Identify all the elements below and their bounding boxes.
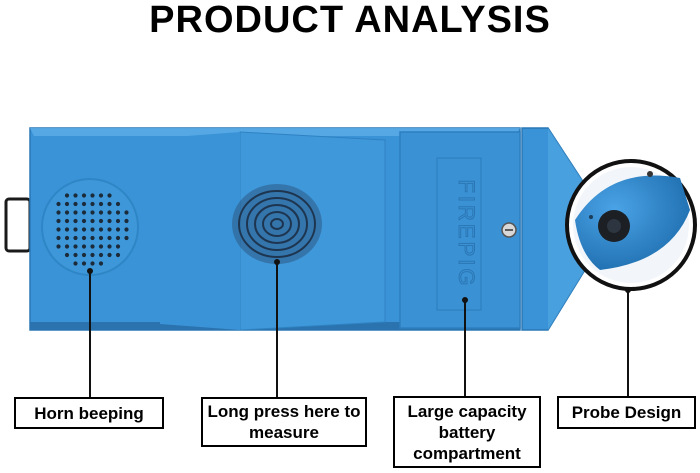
speaker-hole bbox=[56, 244, 61, 249]
speaker-hole bbox=[73, 244, 78, 249]
speaker-hole bbox=[124, 235, 129, 241]
callout-horn-beeping: Horn beeping bbox=[14, 397, 164, 429]
speaker-hole bbox=[73, 235, 78, 241]
callout-long-press: Long press here to measure bbox=[201, 397, 367, 447]
speaker-hole bbox=[73, 201, 78, 207]
speaker-hole bbox=[64, 201, 70, 207]
speaker-hole bbox=[90, 218, 95, 224]
lanyard-loop bbox=[4, 197, 32, 253]
speaker-hole bbox=[115, 235, 121, 241]
callout-label: Long press here to measure bbox=[207, 402, 361, 442]
speaker-hole bbox=[64, 193, 70, 198]
speaker-hole bbox=[56, 218, 61, 224]
speaker-hole bbox=[81, 218, 87, 224]
speaker-hole bbox=[115, 201, 121, 207]
speaker-hole bbox=[90, 210, 95, 215]
speaker-hole bbox=[124, 218, 129, 224]
speaker-hole bbox=[64, 244, 70, 249]
screw-icon bbox=[501, 222, 517, 238]
speaker-hole bbox=[124, 227, 129, 232]
speaker-grille bbox=[41, 178, 139, 276]
speaker-hole bbox=[56, 235, 61, 241]
speaker-hole bbox=[81, 235, 87, 241]
speaker-hole bbox=[115, 210, 121, 215]
speaker-hole bbox=[90, 244, 95, 249]
speaker-hole bbox=[124, 210, 129, 215]
speaker-hole bbox=[107, 227, 112, 232]
speaker-hole bbox=[98, 261, 104, 266]
speaker-hole bbox=[90, 235, 95, 241]
speaker-hole bbox=[64, 235, 70, 241]
speaker-hole bbox=[107, 193, 112, 198]
speaker-hole bbox=[98, 218, 104, 224]
speaker-hole bbox=[81, 210, 87, 215]
fingerprint-icon bbox=[232, 184, 322, 264]
speaker-hole bbox=[98, 193, 104, 198]
speaker-hole bbox=[73, 252, 78, 258]
speaker-hole bbox=[64, 210, 70, 215]
speaker-hole bbox=[115, 244, 121, 249]
speaker-hole bbox=[73, 227, 78, 232]
speaker-hole bbox=[81, 227, 87, 232]
speaker-hole bbox=[107, 210, 112, 215]
callout-label: Horn beeping bbox=[34, 403, 144, 423]
brand-text: FIREPIG bbox=[454, 179, 479, 288]
callout-label: Probe Design bbox=[571, 403, 682, 422]
speaker-hole bbox=[107, 201, 112, 207]
speaker-hole bbox=[98, 227, 104, 232]
speaker-hole bbox=[56, 201, 61, 207]
speaker-hole bbox=[90, 261, 95, 266]
speaker-hole bbox=[64, 218, 70, 224]
callout-lines bbox=[87, 259, 631, 397]
speaker-hole bbox=[90, 252, 95, 258]
speaker-hole bbox=[98, 201, 104, 207]
speaker-hole bbox=[81, 193, 87, 198]
speaker-hole bbox=[64, 227, 70, 232]
speaker-hole bbox=[98, 252, 104, 258]
speaker-hole bbox=[107, 218, 112, 224]
speaker-hole bbox=[56, 227, 61, 232]
speaker-hole bbox=[115, 227, 121, 232]
speaker-hole bbox=[107, 235, 112, 241]
probe-zoom bbox=[565, 159, 697, 291]
speaker-hole bbox=[81, 261, 87, 266]
speaker-hole bbox=[98, 244, 104, 249]
speaker-hole bbox=[90, 227, 95, 232]
speaker-hole bbox=[98, 235, 104, 241]
speaker-hole bbox=[98, 210, 104, 215]
speaker-hole bbox=[107, 244, 112, 249]
callout-battery: Large capacity battery compartment bbox=[393, 396, 541, 468]
page-title: PRODUCT ANALYSIS bbox=[149, 0, 551, 41]
callout-label: Large capacity battery compartment bbox=[407, 401, 527, 463]
speaker-hole bbox=[90, 193, 95, 198]
speaker-hole bbox=[73, 193, 78, 198]
speaker-hole bbox=[81, 252, 87, 258]
speaker-hole bbox=[81, 201, 87, 207]
speaker-hole bbox=[90, 201, 95, 207]
speaker-hole bbox=[73, 210, 78, 215]
speaker-hole bbox=[81, 244, 87, 249]
speaker-hole bbox=[56, 210, 61, 215]
speaker-hole bbox=[73, 218, 78, 224]
speaker-hole bbox=[115, 218, 121, 224]
speaker-hole bbox=[115, 252, 121, 258]
speaker-hole bbox=[64, 252, 70, 258]
speaker-hole bbox=[73, 261, 78, 266]
speaker-hole bbox=[107, 252, 112, 258]
callout-probe-design: Probe Design bbox=[557, 396, 696, 429]
